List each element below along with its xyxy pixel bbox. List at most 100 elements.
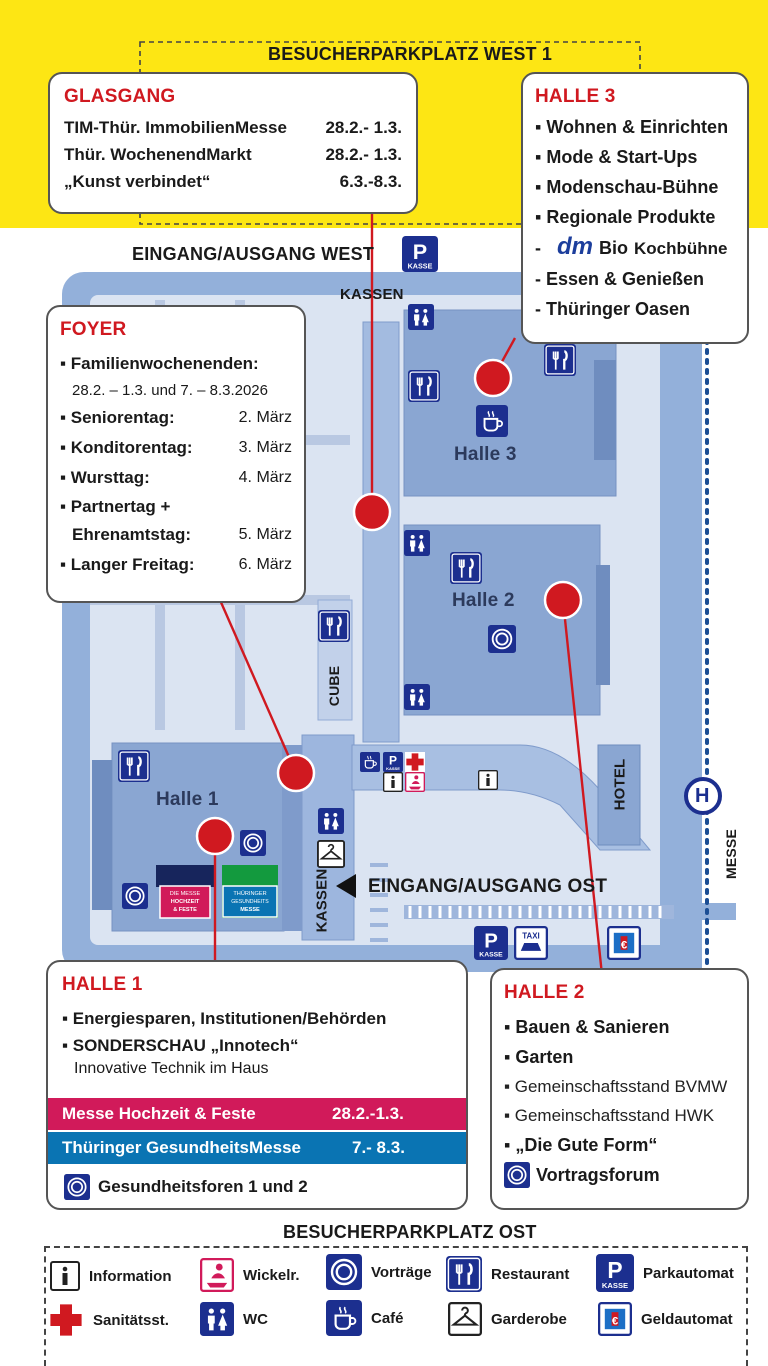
foyer-partner: Ehrenamtstag:5. März	[72, 525, 292, 544]
restaurant-icon	[408, 370, 440, 402]
cafe-icon	[326, 1300, 362, 1336]
halle3-item: Regionale Produkte	[535, 202, 735, 232]
marker-foyer	[276, 753, 316, 793]
halle1-item-sub: Innovative Technik im Haus	[74, 1060, 269, 1077]
halle3-item: Modenschau-Bühne	[535, 172, 735, 202]
foyer-langer-freitag: Langer Freitag:6. März	[60, 549, 292, 581]
lecture-icon	[504, 1162, 530, 1188]
baby-changing-icon	[405, 772, 425, 792]
svg-text:GESUNDHEITS: GESUNDHEITS	[231, 899, 269, 905]
restaurant-icon	[450, 552, 482, 584]
halle3-item: - Essen & Genießen	[535, 269, 705, 289]
halle2-item: Gemeinschaftsstand BVMW	[504, 1072, 735, 1101]
svg-text:DIE MESSE: DIE MESSE	[170, 891, 201, 897]
halle2-forum: Vortragsforum	[504, 1162, 735, 1188]
parking-machine-icon	[596, 1254, 634, 1292]
restaurant-icon	[544, 344, 576, 376]
marker-halle-2	[543, 580, 583, 620]
marker-halle-3	[473, 358, 513, 398]
lecture-icon	[240, 830, 266, 856]
legend-geldautomat: Geldautomat	[598, 1302, 733, 1336]
halle3-title: HALLE 3	[535, 86, 616, 107]
glasgang-corridor	[362, 321, 400, 743]
legend-vortraege: Vorträge	[326, 1254, 432, 1290]
dm-logo: dm	[557, 233, 593, 260]
halle2-title: HALLE 2	[504, 982, 585, 1003]
wc-icon	[404, 530, 430, 556]
hall-2-building	[403, 524, 610, 716]
kassen-side-label: KASSEN	[313, 868, 331, 933]
svg-text:HOCHZEIT: HOCHZEIT	[171, 899, 200, 905]
entrance-arrow	[336, 874, 356, 898]
hall1-dark-panel	[156, 865, 214, 887]
cloakroom-icon	[317, 840, 345, 868]
sign-gesundheitsmesse: THÜRINGER GESUNDHEITS MESSE	[222, 865, 278, 918]
wc-icon	[404, 684, 430, 710]
halle2-item: „Die Gute Form“	[504, 1130, 735, 1160]
halle1-item: SONDERSCHAU „Innotech“	[62, 1034, 452, 1058]
sign-hochzeit: DIE MESSE HOCHZEIT & FESTE	[159, 885, 211, 919]
halle3-item: Wohnen & Einrichten	[535, 112, 735, 142]
hotel-building	[597, 744, 641, 846]
halle2-item: Gemeinschaftsstand HWK	[504, 1101, 735, 1130]
legend-wickelraum: Wickelr.	[200, 1258, 300, 1292]
parking-east-label: BESUCHERPARKPLATZ OST	[283, 1222, 537, 1242]
hotel-label: HOTEL	[611, 758, 629, 811]
foyer-day: Seniorentag:2. März	[60, 403, 292, 433]
lecture-icon	[326, 1254, 362, 1290]
parking-icon	[402, 236, 438, 272]
halle2-item: Bauen & Sanieren	[504, 1012, 735, 1042]
halle3-item: - Thüringer Oasen	[535, 299, 691, 319]
foyer-title: FOYER	[60, 319, 127, 340]
halle1-item: Energiesparen, Institutionen/Behörden	[62, 1004, 452, 1034]
legend-sanitaetsstelle: Sanitätsst.	[48, 1302, 169, 1338]
cafe-icon	[476, 405, 508, 437]
glasgang-row: „Kunst verbindet“6.3.-8.3.	[64, 172, 402, 191]
foyer-partner: Partnertag +	[60, 493, 292, 521]
foyer-family-dates: 28.2. – 1.3. und 7. – 8.3.2026	[72, 382, 268, 399]
marker-halle-1	[195, 816, 235, 856]
parking-west-label: BESUCHERPARKPLATZ WEST 1	[268, 44, 553, 64]
halle3-item: Mode & Start-Ups	[535, 142, 735, 172]
halle-1-map-label: Halle 1	[156, 789, 219, 810]
baby-changing-icon	[200, 1258, 234, 1292]
lecture-icon	[488, 625, 516, 653]
legend-cafe: Café	[326, 1300, 404, 1336]
atm-icon	[598, 1302, 632, 1336]
parking-icon	[474, 926, 508, 960]
legend-box	[44, 1246, 748, 1366]
info-icon	[50, 1258, 80, 1294]
legend-wc: WC	[200, 1302, 268, 1336]
halle2-item: Garten	[504, 1042, 735, 1072]
svg-text:MESSE: MESSE	[240, 907, 260, 913]
restaurant-icon	[318, 610, 350, 642]
halle-2-map-label: Halle 2	[452, 590, 515, 611]
first-aid-icon	[405, 752, 425, 772]
halle1-forum: Gesundheitsforen 1 und 2	[64, 1174, 308, 1200]
first-aid-icon	[48, 1302, 84, 1338]
svg-text:& FESTE: & FESTE	[173, 907, 197, 913]
parking-machine-icon	[383, 752, 403, 772]
lecture-icon	[122, 883, 148, 909]
messe-label: MESSE	[723, 828, 740, 880]
restaurant-icon	[118, 750, 150, 782]
taxi-icon	[514, 926, 548, 960]
info-icon	[383, 772, 403, 792]
legend-parkautomat: Parkautomat	[596, 1254, 734, 1292]
entrance-east-label: EINGANG/AUSGANG OST	[368, 876, 608, 897]
foyer-walkway	[351, 744, 652, 851]
bus-stop-icon	[684, 777, 722, 815]
halle3-callout: HALLE 3 Wohnen & Einrichten Mode & Start…	[521, 72, 749, 344]
bus-stop-label: H	[695, 785, 710, 807]
wc-icon	[318, 808, 344, 834]
halle2-callout: HALLE 2 Bauen & Sanieren Garten Gemeinsc…	[490, 968, 749, 1210]
legend-information: Information	[50, 1258, 172, 1294]
foyer-day: Konditorentag:3. März	[60, 433, 292, 463]
foyer-family: Familienwochenenden:	[60, 349, 292, 379]
foyer-callout: FOYER Familienwochenenden: 28.2. – 1.3. …	[46, 305, 306, 603]
info-icon	[478, 770, 498, 790]
cube-label: CUBE	[326, 665, 343, 707]
